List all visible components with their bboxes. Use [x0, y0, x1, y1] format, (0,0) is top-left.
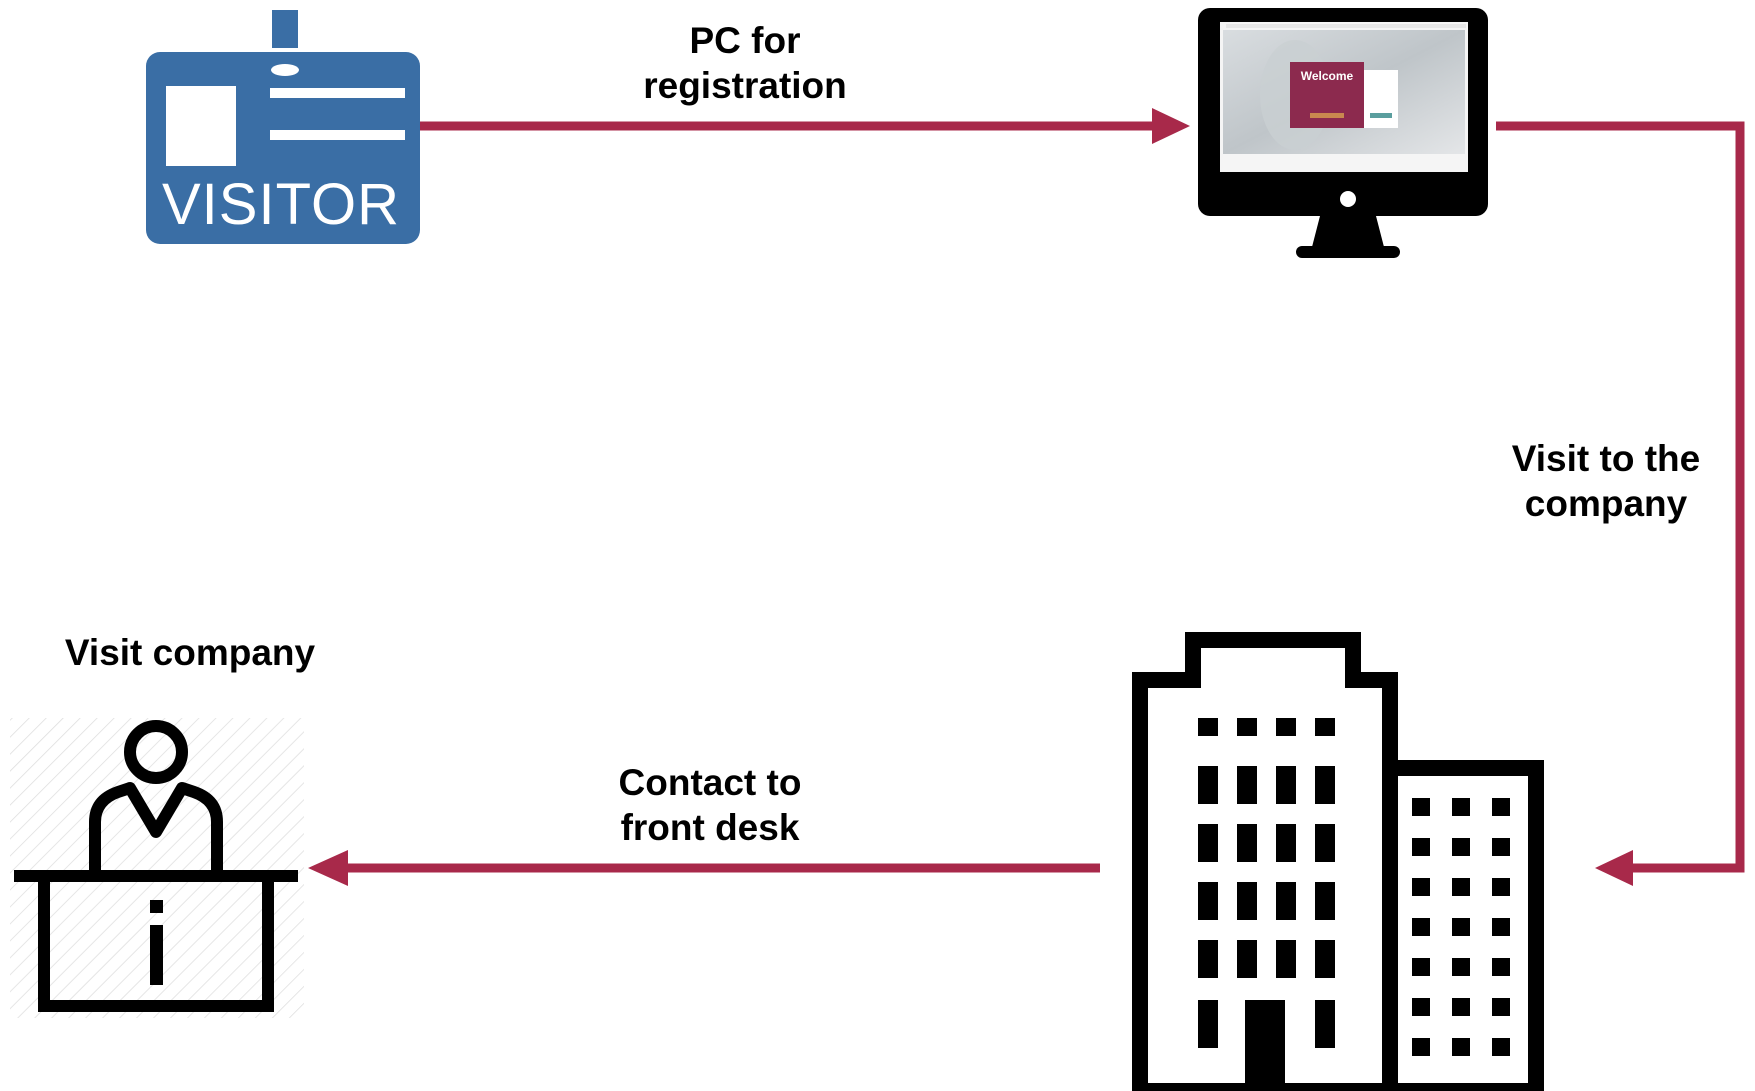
- visitor-badge-text: VISITOR: [162, 172, 400, 237]
- visitor-badge-icon: [146, 10, 420, 244]
- arrow-to-company: [1496, 121, 1745, 886]
- edge-label-to-pc: PC for registration: [600, 18, 890, 108]
- edge-label-line: company: [1524, 483, 1688, 524]
- edge-label-line: PC for: [689, 20, 801, 61]
- front-desk-icon: [10, 718, 304, 1018]
- arrow-to-pc: [420, 108, 1190, 144]
- edge-label-line: Contact to: [618, 762, 802, 803]
- edge-label-to-front-desk: Contact to front desk: [570, 760, 850, 850]
- pc-screen-welcome-text: Welcome: [1300, 69, 1354, 83]
- arrow-to-front-desk: [308, 850, 1100, 886]
- edge-label-line: Visit to the: [1511, 438, 1701, 479]
- front-desk-label: Visit company: [64, 632, 316, 673]
- pc-monitor-icon: [1198, 8, 1488, 258]
- edge-label-line: registration: [643, 65, 847, 106]
- company-building-icon: [1132, 632, 1544, 1091]
- edge-label-to-company: Visit to the company: [1490, 436, 1722, 526]
- edge-label-line: front desk: [620, 807, 800, 848]
